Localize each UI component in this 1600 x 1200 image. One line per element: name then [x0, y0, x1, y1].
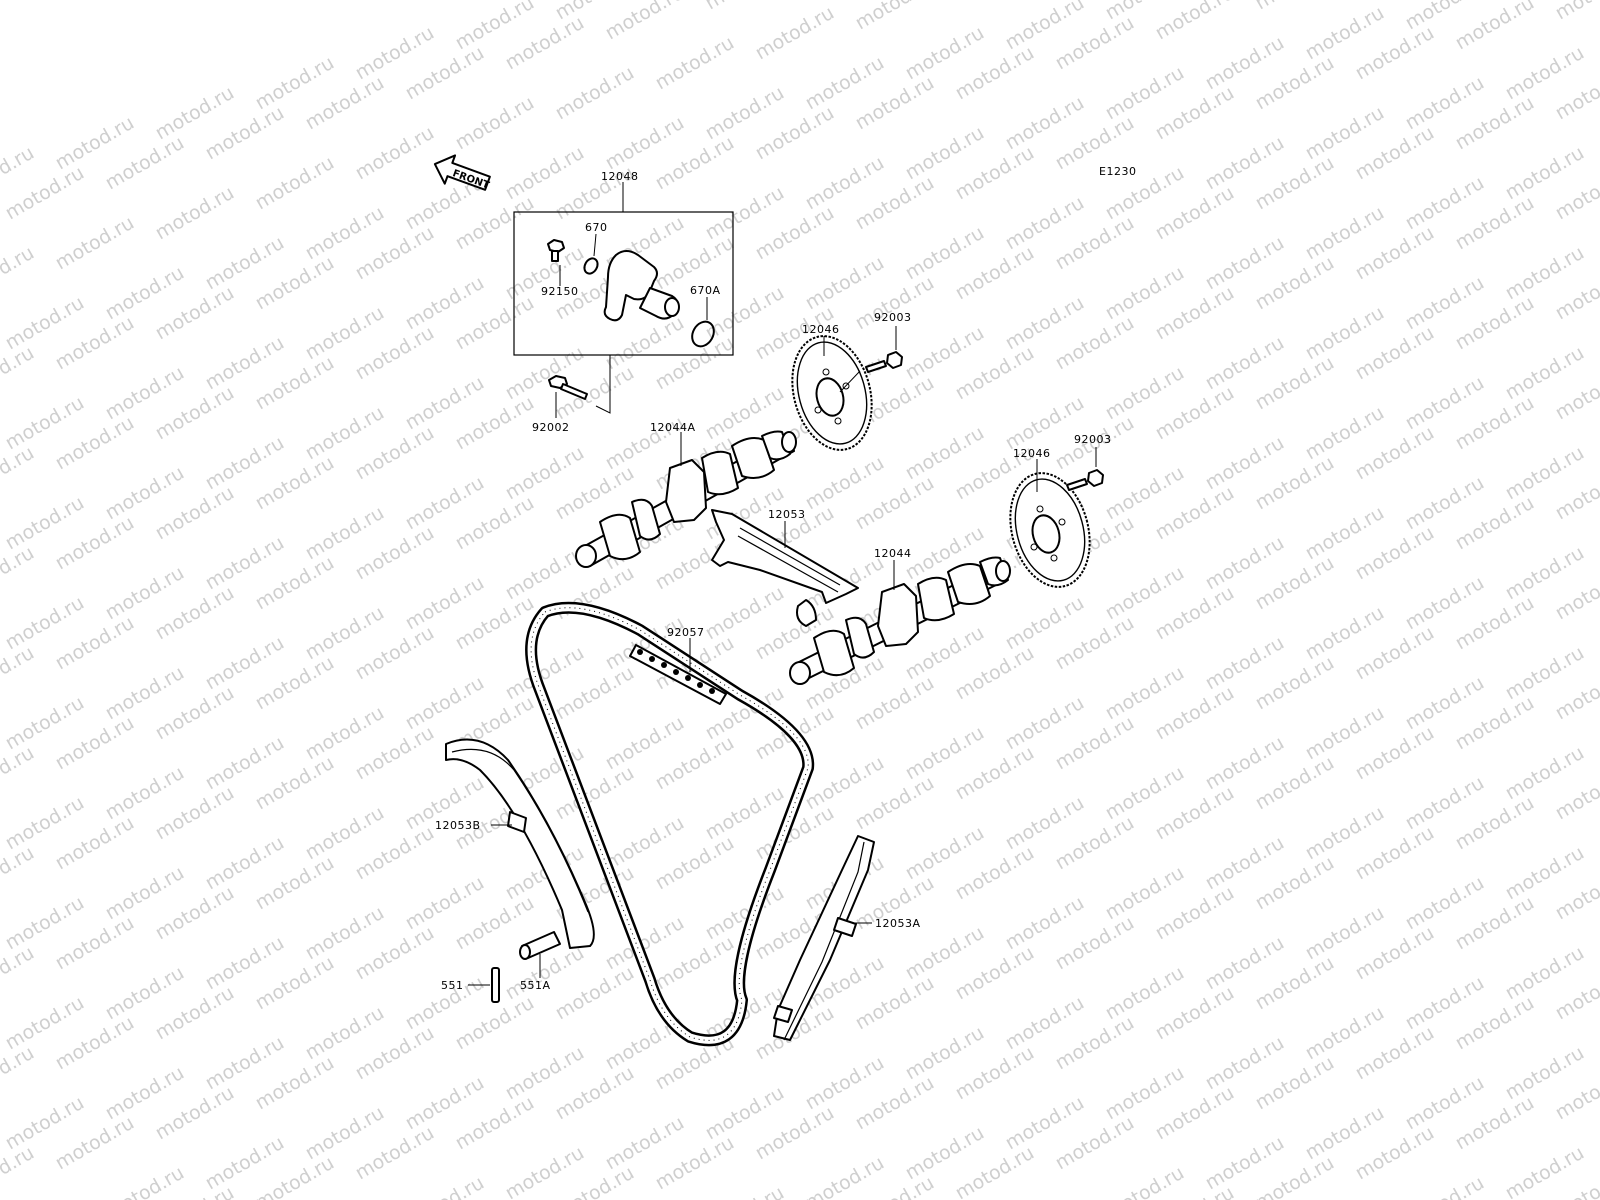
watermark-text: motod.ru [0, 342, 38, 405]
cam-sprocket-lower [1009, 472, 1091, 588]
watermark-text: motod.ru [252, 152, 338, 215]
watermark-text: motod.ru [0, 1042, 38, 1105]
chain-guide-12053a [773, 835, 875, 1041]
watermark-text: motod.ru [952, 0, 1038, 4]
pin-551a [519, 931, 561, 960]
part-number-92002: 92002 [532, 421, 570, 434]
watermark-text: motod.ru [1102, 1162, 1188, 1200]
watermark-text: motod.ru [0, 442, 38, 505]
watermark-text: motod.ru [0, 742, 38, 805]
part-number-551a: 551A [520, 979, 551, 992]
part-number-92003: 92003 [874, 311, 912, 324]
part-number-12046: 12046 [802, 323, 840, 336]
part-number-12053b: 12053B [435, 819, 481, 832]
part-number-670a: 670A [690, 284, 721, 297]
watermark-text: motod.ru [0, 942, 38, 1005]
watermark-text: motod.ru [702, 0, 788, 14]
part-number-551: 551 [441, 979, 464, 992]
part-number-92150: 92150 [541, 285, 579, 298]
watermark-text: motod.ru [0, 842, 38, 905]
watermark-text: motod.ru [452, 92, 538, 155]
diagram-code: E1230 [1099, 165, 1136, 178]
watermark-text: motod.ru [0, 542, 38, 605]
part-number-12053a: 12053A [875, 917, 921, 930]
chain-guide-12053 [711, 509, 859, 627]
camshaft-12044a [575, 430, 797, 568]
part-number-12044: 12044 [874, 547, 912, 560]
cam-sprocket-upper [791, 335, 873, 451]
part-number-12053: 12053 [768, 508, 806, 521]
watermark-text: motod.ru [1552, 0, 1600, 24]
watermark-text: motod.ru [602, 0, 688, 44]
watermark-text: motod.ru [852, 0, 938, 34]
bolt-92150 [547, 239, 565, 262]
cam-chain-tensioner [603, 250, 680, 322]
watermark-text: motod.ru [552, 62, 638, 125]
watermark-text: motod.ru [1252, 0, 1338, 14]
part-number-92003: 92003 [1074, 433, 1112, 446]
watermark-text: motod.ru [1452, 0, 1538, 54]
watermark-text: motod.ru [102, 1162, 188, 1200]
watermark-text: motod.ru [1402, 1172, 1488, 1200]
watermark-text: motod.ru [402, 1172, 488, 1200]
pin-551 [491, 967, 500, 1003]
watermark-text: motod.ru [352, 122, 438, 185]
watermark-text: motod.ru [652, 32, 738, 95]
o-ring-670 [583, 257, 599, 275]
part-number-92057: 92057 [667, 626, 705, 639]
bolt-92002 [548, 375, 588, 400]
watermark-text: motod.ru [152, 182, 238, 245]
camshaft-12044 [789, 556, 1011, 685]
watermark-text: motod.ru [702, 1182, 788, 1200]
watermark-text: motod.ru [52, 212, 138, 275]
bolt-92003-lower [1066, 469, 1104, 491]
part-number-12044a: 12044A [650, 421, 696, 434]
o-ring-670a [691, 320, 715, 348]
watermark-text: motod.ru [802, 1152, 888, 1200]
watermark-text: motod.ru [0, 1142, 38, 1200]
watermark-text: motod.ru [0, 242, 38, 305]
watermark-text: motod.ru [752, 2, 838, 65]
bolt-92003-upper [865, 351, 903, 373]
watermark-text: motod.ru [1152, 0, 1238, 44]
part-number-12048: 12048 [601, 170, 639, 183]
part-number-670: 670 [585, 221, 608, 234]
part-callouts: 12048 670 670A 92150 92002 12046 92003 12044A 12… [435, 170, 1112, 992]
watermark-text: motod.ru [0, 642, 38, 705]
chain-link-detail [629, 644, 727, 705]
part-number-12046: 12046 [1013, 447, 1051, 460]
chain-guide-12053b [445, 738, 595, 949]
cam-chain-92057 [525, 601, 815, 1047]
